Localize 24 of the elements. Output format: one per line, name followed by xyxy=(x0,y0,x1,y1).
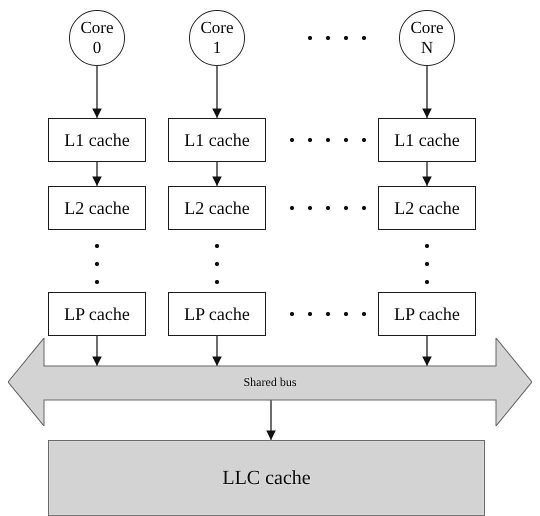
core-circle: Core 1 xyxy=(189,10,245,66)
cache-box: LP cache xyxy=(48,292,146,336)
arrow xyxy=(422,162,432,186)
cache-box: L2 cache xyxy=(378,186,476,230)
cache-box: L2 cache xyxy=(48,186,146,230)
arrow xyxy=(212,162,222,186)
arrow xyxy=(266,400,276,440)
arrow xyxy=(92,66,102,118)
arrow xyxy=(92,336,102,366)
arrow xyxy=(92,162,102,186)
cache-box: LP cache xyxy=(168,292,266,336)
cache-box: L1 cache xyxy=(378,118,476,162)
bus-arrow: Shared bus xyxy=(8,338,532,426)
cache-box: LP cache xyxy=(378,292,476,336)
cache-box: LLC cache xyxy=(48,440,485,516)
core-circle: Core N xyxy=(399,10,455,66)
arrow xyxy=(212,336,222,366)
cache-box: L2 cache xyxy=(168,186,266,230)
cache-box: L1 cache xyxy=(48,118,146,162)
arrow xyxy=(422,66,432,118)
arrow xyxy=(212,66,222,118)
arrow xyxy=(422,336,432,366)
core-circle: Core 0 xyxy=(69,10,125,66)
cache-box: L1 cache xyxy=(168,118,266,162)
